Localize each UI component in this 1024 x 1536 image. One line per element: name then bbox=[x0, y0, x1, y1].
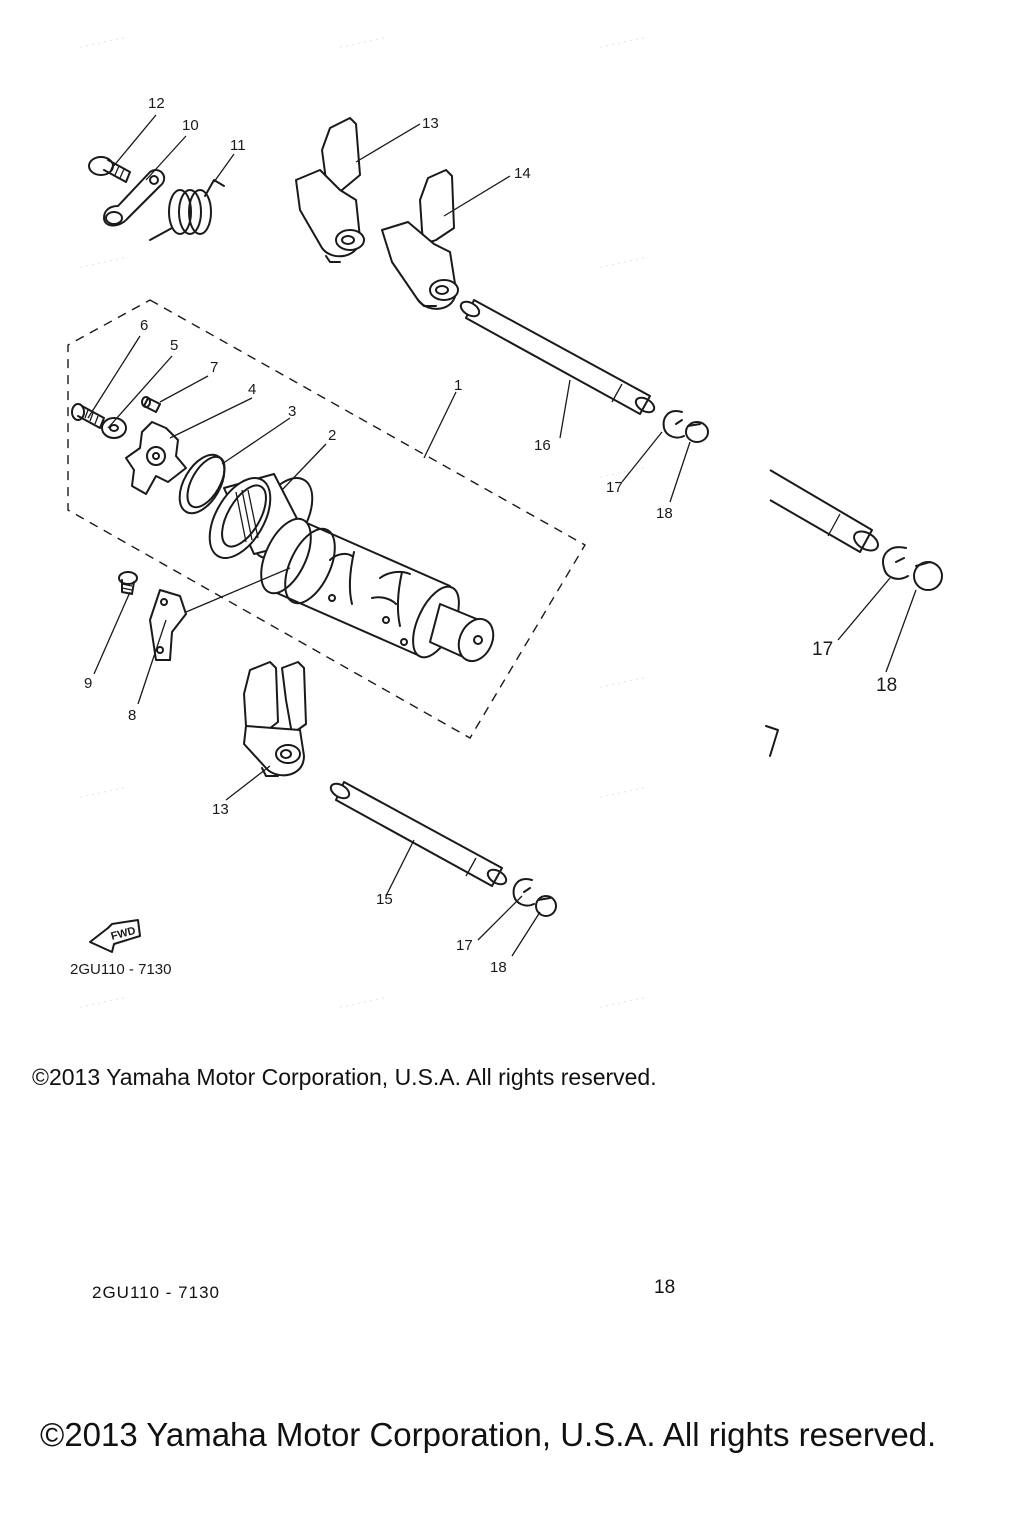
svg-text:· · · · · · · ·: · · · · · · · · bbox=[78, 783, 125, 803]
spring-11-shape bbox=[149, 179, 225, 241]
screw-6-shape bbox=[71, 403, 105, 429]
callout-14: 14 bbox=[514, 165, 531, 182]
shift-fork-13-upper-shape bbox=[295, 117, 365, 263]
svg-text:· · · · · · · ·: · · · · · · · · bbox=[338, 33, 385, 53]
callout-17-upper: 17 bbox=[606, 479, 623, 496]
callout-12: 12 bbox=[148, 95, 165, 112]
cap-18-lower-shape bbox=[535, 895, 557, 917]
fwd-arrow-icon: FWD bbox=[89, 919, 141, 953]
lever-10-shape bbox=[103, 169, 166, 227]
callout-numbers: 12 10 11 13 14 6 5 7 4 3 2 1 16 17 18 17… bbox=[84, 95, 897, 976]
guide-bar-15-shape bbox=[329, 781, 508, 887]
svg-text:· · · · · · · ·: · · · · · · · · bbox=[598, 253, 645, 273]
callout-11: 11 bbox=[230, 137, 246, 154]
callout-17-right: 17 bbox=[812, 639, 833, 660]
copyright-notice-small: ©2013 Yamaha Motor Corporation, U.S.A. A… bbox=[32, 1064, 657, 1090]
circlip-3-shape bbox=[178, 453, 226, 515]
bracket-mark bbox=[765, 725, 779, 757]
callout-18-lower: 18 bbox=[490, 959, 507, 976]
svg-text:· · · · · · · ·: · · · · · · · · bbox=[78, 993, 125, 1013]
callout-10: 10 bbox=[182, 117, 199, 134]
svg-text:· · · · · · · ·: · · · · · · · · bbox=[78, 253, 125, 273]
cap-18-right-shape bbox=[913, 561, 943, 591]
callout-16: 16 bbox=[534, 437, 551, 454]
callout-18-right: 18 bbox=[876, 675, 897, 696]
bolt-12-shape bbox=[88, 156, 131, 183]
assembly-boundary-dashed bbox=[67, 299, 586, 739]
callout-7: 7 bbox=[210, 359, 218, 376]
shift-fork-13-lower-shape bbox=[243, 661, 307, 777]
shift-fork-14-shape bbox=[381, 169, 459, 310]
circlip-17-upper-shape bbox=[662, 410, 685, 439]
pin-7-shape bbox=[141, 396, 161, 413]
cap-18-upper-shape bbox=[685, 421, 709, 443]
svg-text:· · · · · · · ·: · · · · · · · · bbox=[598, 783, 645, 803]
callout-9: 9 bbox=[84, 675, 92, 692]
circlip-17-lower-shape bbox=[512, 878, 535, 907]
guide-bar-16-shape bbox=[459, 299, 656, 415]
circlip-17-right-shape bbox=[882, 546, 909, 580]
segment-4-shape bbox=[125, 421, 187, 495]
svg-text:· · · · · · · ·: · · · · · · · · bbox=[338, 993, 385, 1013]
svg-text:· · · · · · · ·: · · · · · · · · bbox=[78, 33, 125, 53]
page-number: 18 bbox=[654, 1277, 676, 1298]
callout-4: 4 bbox=[248, 381, 256, 398]
callout-17-lower: 17 bbox=[456, 937, 473, 954]
page-ref-code: 2GU110 - 7130 bbox=[92, 1283, 220, 1302]
callout-15: 15 bbox=[376, 891, 393, 908]
svg-text:· · · · · · · ·: · · · · · · · · bbox=[598, 993, 645, 1013]
stopper-8-shape bbox=[149, 589, 187, 661]
leader-lines bbox=[87, 114, 917, 957]
callout-8: 8 bbox=[128, 707, 136, 724]
svg-text:· · · · · · · ·: · · · · · · · · bbox=[598, 33, 645, 53]
callout-13-lower: 13 bbox=[212, 801, 229, 818]
callout-6: 6 bbox=[140, 317, 148, 334]
screw-9-shape bbox=[118, 571, 138, 595]
copyright-notice-large: ©2013 Yamaha Motor Corporation, U.S.A. A… bbox=[40, 1416, 937, 1453]
svg-text:· · · · · · · ·: · · · · · · · · bbox=[598, 673, 645, 693]
diagram-ref-code: 2GU110 - 7130 bbox=[70, 961, 171, 978]
callout-2: 2 bbox=[328, 427, 336, 444]
callout-5: 5 bbox=[170, 337, 178, 354]
callout-18-upper: 18 bbox=[656, 505, 673, 522]
callout-1: 1 bbox=[454, 377, 462, 394]
shift-drum-shape bbox=[260, 517, 495, 663]
guide-bar-16-enlarged-shape bbox=[769, 469, 879, 553]
callout-3: 3 bbox=[288, 403, 296, 420]
washer-5-shape bbox=[101, 417, 127, 439]
callout-13-upper: 13 bbox=[422, 115, 439, 132]
